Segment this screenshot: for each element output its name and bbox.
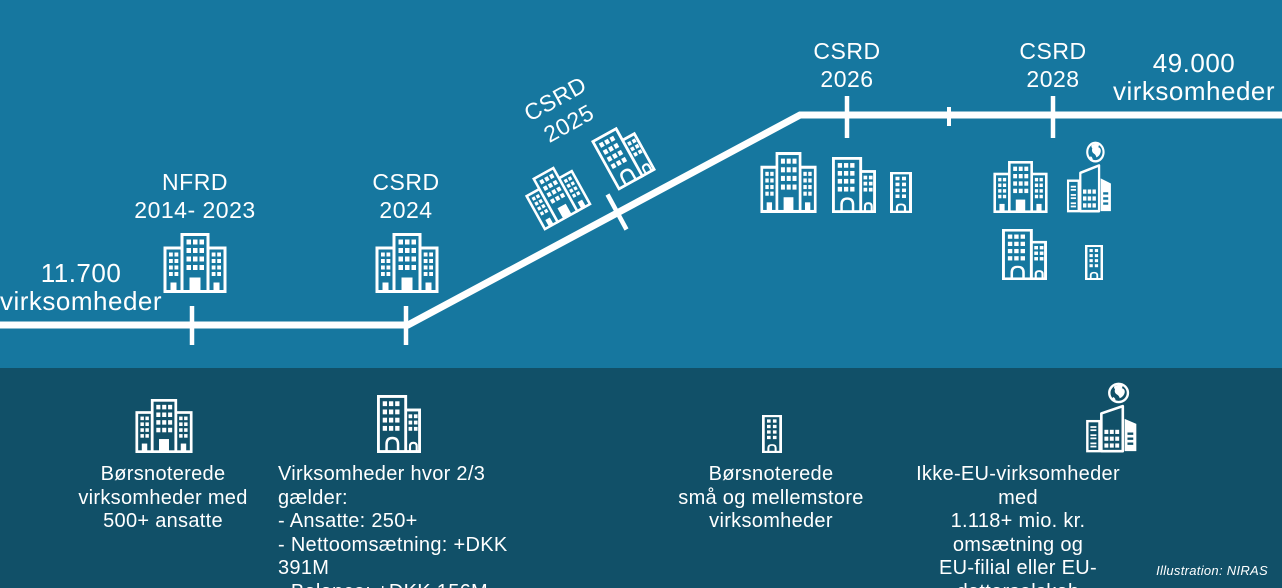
- legend-line: små og mellemstore: [678, 486, 864, 509]
- milestone-label-nfrd: NFRD 2014- 2023: [115, 168, 275, 224]
- milestone-name: CSRD: [1019, 38, 1087, 64]
- csrd-2026-building-small-icon: [890, 172, 912, 213]
- legend-line: Ikke-EU-virksomheder med: [916, 463, 1120, 509]
- count-unit: virksomheder: [0, 286, 163, 316]
- csrd-2028-building-medium-icon: [1002, 229, 1047, 280]
- csrd-2026-building-large-icon: [760, 152, 817, 213]
- csrd-2028-building-globe-icon: [1066, 141, 1115, 213]
- csrd-2024-building-large-icon: [375, 233, 439, 293]
- milestone-label-csrd-2028: CSRD 2028: [973, 37, 1133, 93]
- legend-line: Børsnoterede: [708, 463, 834, 485]
- milestone-years: 2024: [379, 197, 433, 223]
- milestone-name: CSRD: [813, 38, 881, 64]
- legend-line: EU-filial eller EU-datterselskab: [939, 557, 1097, 588]
- legend-bullet: - Ansatte: 250+: [278, 510, 418, 532]
- credit-text: Illustration: NIRAS: [1156, 563, 1268, 578]
- legend-line: 1.118+ mio. kr. omsætning og: [950, 510, 1086, 556]
- milestone-name: NFRD: [162, 169, 228, 195]
- legend-building-medium-icon: [377, 395, 421, 453]
- legend-building-small-icon: [762, 415, 782, 453]
- nfrd-building-large-icon: [163, 233, 227, 293]
- timeline-path: [0, 111, 1282, 329]
- legend-line: virksomheder med: [78, 486, 248, 509]
- legend-building-globe-icon: [1085, 382, 1141, 453]
- milestone-label-csrd-2024: CSRD 2024: [326, 168, 486, 224]
- milestone-name: CSRD: [372, 169, 440, 195]
- company-count-start: 11.700 virksomheder: [0, 259, 166, 315]
- legend-bullet: - Balance: +DKK 156M: [278, 581, 528, 588]
- legend-bullet: - Nettoomsætning: +DKK 391M: [278, 533, 508, 580]
- tick-csrd-2025: [605, 193, 629, 231]
- legend-item-non-eu: Ikke-EU-virksomheder med 1.118+ mio. kr.…: [898, 463, 1138, 588]
- legend-item-listed-large: Børsnoterede virksomheder med 500+ ansat…: [63, 463, 263, 534]
- legend-line: 500+ ansatte: [103, 510, 223, 532]
- milestone-years: 2026: [820, 66, 874, 92]
- milestone-years: 2014- 2023: [134, 197, 256, 223]
- legend-title: Virksomheder hvor 2/3 gælder:: [278, 463, 486, 509]
- count-unit: virksomheder: [1112, 76, 1276, 106]
- legend-item-listed-sme: Børsnoterede små og mellemstore virksomh…: [671, 463, 871, 534]
- legend-panel: [0, 368, 1282, 588]
- count-value: 49.000: [1152, 48, 1236, 78]
- csrd-2028-building-small-icon: [1085, 245, 1103, 280]
- csrd-2026-building-medium-icon: [832, 157, 876, 213]
- milestone-years: 2028: [1026, 66, 1080, 92]
- csrd-2028-building-large-icon: [993, 161, 1048, 213]
- count-value: 11.700: [40, 258, 122, 288]
- legend-line: Børsnoterede: [100, 463, 226, 485]
- company-count-end: 49.000 virksomheder: [1109, 49, 1279, 105]
- legend-building-large-icon: [135, 399, 193, 453]
- legend-line: virksomheder: [709, 510, 833, 532]
- legend-item-two-thirds-criteria: Virksomheder hvor 2/3 gælder: - Ansatte:…: [278, 463, 528, 588]
- milestone-label-csrd-2026: CSRD 2026: [767, 37, 927, 93]
